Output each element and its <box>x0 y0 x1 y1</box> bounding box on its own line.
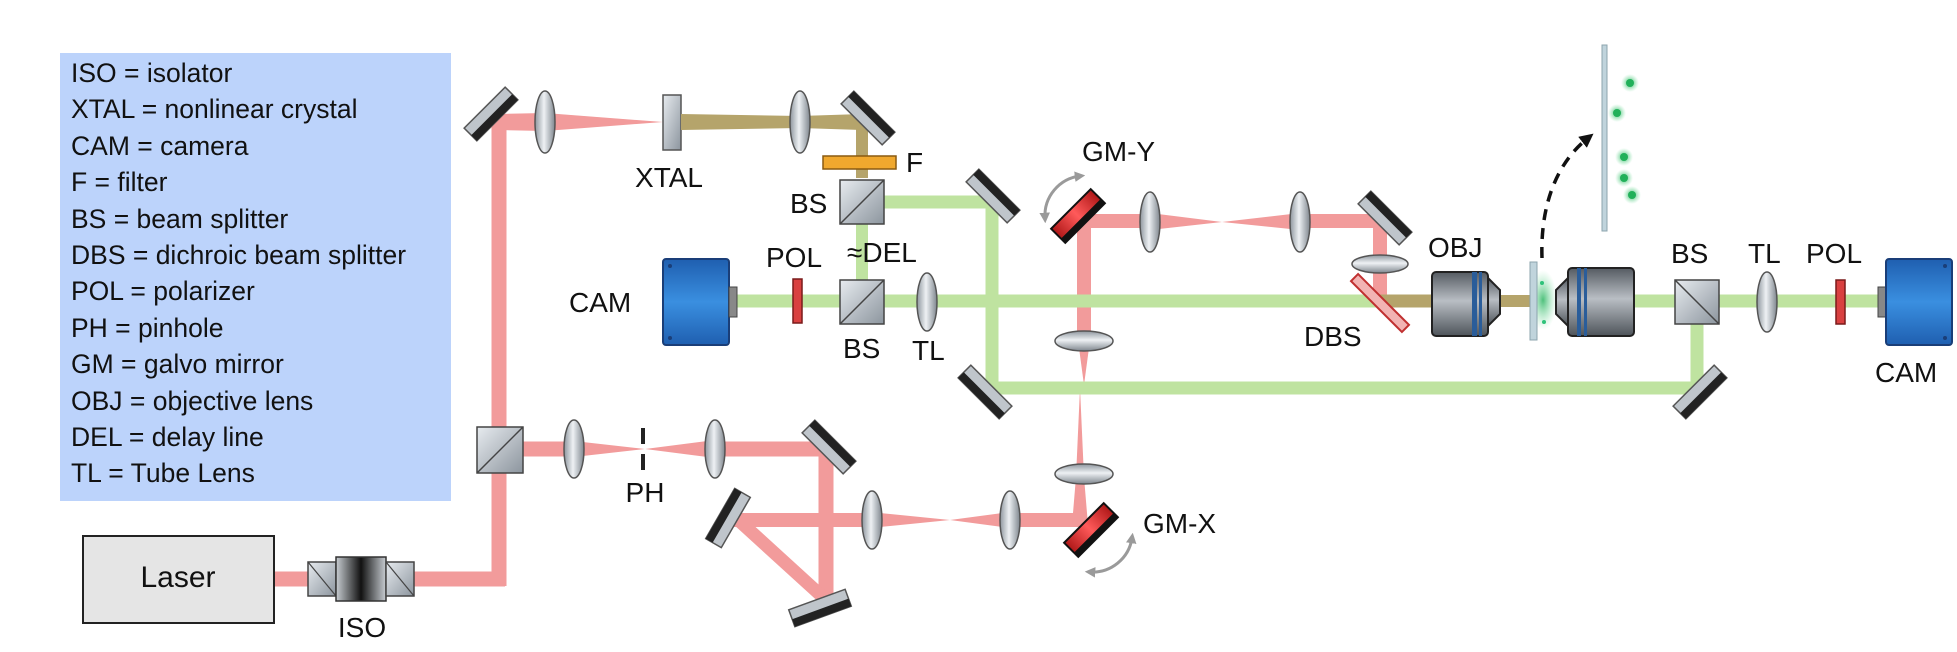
lens-dbs-top <box>1351 254 1409 274</box>
beam-relay-y <box>1150 213 1300 230</box>
legend-item: POL = polarizer <box>71 276 255 307</box>
legend-item: GM = galvo mirror <box>71 349 284 380</box>
label-obj: OBJ <box>1428 232 1482 263</box>
gm-y-rotation-arrow <box>1039 171 1086 224</box>
beam-gmx-to-gmy <box>1072 388 1088 525</box>
lens-top-1 <box>534 90 556 154</box>
dichroic-beam-splitter <box>1349 272 1411 334</box>
label-bs-top: BS <box>790 188 827 219</box>
lens-relay-x-2 <box>999 490 1021 550</box>
beam-pinhole-focus <box>565 440 715 458</box>
camera-left <box>662 258 738 346</box>
legend-item: DBS = dichroic beam splitter <box>71 240 407 271</box>
polarizer-left <box>792 278 803 324</box>
label-pol-left: POL <box>766 242 822 273</box>
galvo-mirror-x <box>1062 501 1120 559</box>
beam-diag-to-mirror-c <box>731 513 831 605</box>
legend-item: ISO = isolator <box>71 58 233 88</box>
label-ph: PH <box>626 477 665 508</box>
sample-slide <box>1529 261 1557 341</box>
beam-splitter-right <box>1674 279 1720 325</box>
beam-xtal-to-lens <box>681 114 862 130</box>
label-tl-right: TL <box>1748 238 1781 269</box>
lens-relay-y-2 <box>1289 191 1311 253</box>
objective-lens-right <box>1555 267 1635 337</box>
beam-to-xtal <box>499 113 663 131</box>
legend-item: TL = Tube Lens <box>71 458 255 489</box>
lens-relay-y-1 <box>1139 191 1161 253</box>
mirror-top-left <box>463 86 519 142</box>
isolator <box>307 556 415 602</box>
label-laser: Laser <box>140 561 215 594</box>
legend-item: F = filter <box>71 167 168 198</box>
lens-relay-x-1 <box>861 490 883 550</box>
label-cam-left: CAM <box>569 287 631 318</box>
filter <box>822 155 897 170</box>
label-del: ≈DEL <box>847 237 917 268</box>
label-bs-mid: BS <box>843 333 880 364</box>
polarizer-right <box>1835 279 1846 325</box>
lens-top-2 <box>789 90 811 154</box>
label-dbs: DBS <box>1304 321 1362 352</box>
zoom-arrow <box>1540 133 1594 259</box>
gm-x-rotation-arrow <box>1084 532 1137 578</box>
label-iso: ISO <box>338 612 386 643</box>
label-bs-right: BS <box>1671 238 1708 269</box>
lens-vertical-2 <box>1054 463 1114 485</box>
mirror-green-bottom-left <box>957 364 1013 420</box>
legend-item: DEL = delay line <box>71 422 264 453</box>
mirror-right-bottom <box>1672 364 1728 420</box>
diagram-labels: Laser ISO XTAL F BS ≈DEL POL CAM BS TL G… <box>140 136 1937 643</box>
label-gm-x: GM-X <box>1143 508 1216 539</box>
legend-item: PH = pinhole <box>71 312 224 343</box>
beam-splitter-lower <box>476 426 524 474</box>
lens-lower-1 <box>563 419 585 479</box>
legend-box: ISO = isolator XTAL = nonlinear crystal … <box>60 53 451 501</box>
beam-relay-x <box>870 512 1010 528</box>
legend-item: OBJ = objective lens <box>71 385 314 416</box>
tube-lens-left <box>916 272 938 332</box>
mirror-top-fold <box>840 90 896 146</box>
label-pol-right: POL <box>1806 238 1862 269</box>
legend-item: CAM = camera <box>71 130 249 161</box>
label-filter: F <box>906 147 923 178</box>
lens-lower-2 <box>704 419 726 479</box>
objective-lens-left <box>1431 271 1501 337</box>
xtal-crystal <box>662 94 682 151</box>
label-cam-right: CAM <box>1875 357 1937 388</box>
laser-box <box>82 535 275 624</box>
lens-vertical-1 <box>1054 330 1114 352</box>
mirror-green-top <box>965 168 1021 224</box>
label-gm-y: GM-Y <box>1082 136 1155 167</box>
legend-item: BS = beam splitter <box>71 203 289 234</box>
beam-splitter-top <box>839 179 885 225</box>
mirror-lower-a <box>801 419 857 475</box>
mirror-right-top <box>1357 190 1413 246</box>
legend-item: XTAL = nonlinear crystal <box>71 94 358 125</box>
camera-right <box>1877 258 1953 346</box>
mirror-lower-c <box>704 487 752 549</box>
mirror-lower-b <box>787 588 853 628</box>
beam-splitter-mid <box>839 279 885 325</box>
label-tl-left: TL <box>912 335 945 366</box>
label-xtal: XTAL <box>635 162 703 193</box>
tube-lens-right <box>1756 271 1778 333</box>
sample-zoom-view <box>1601 44 1641 232</box>
